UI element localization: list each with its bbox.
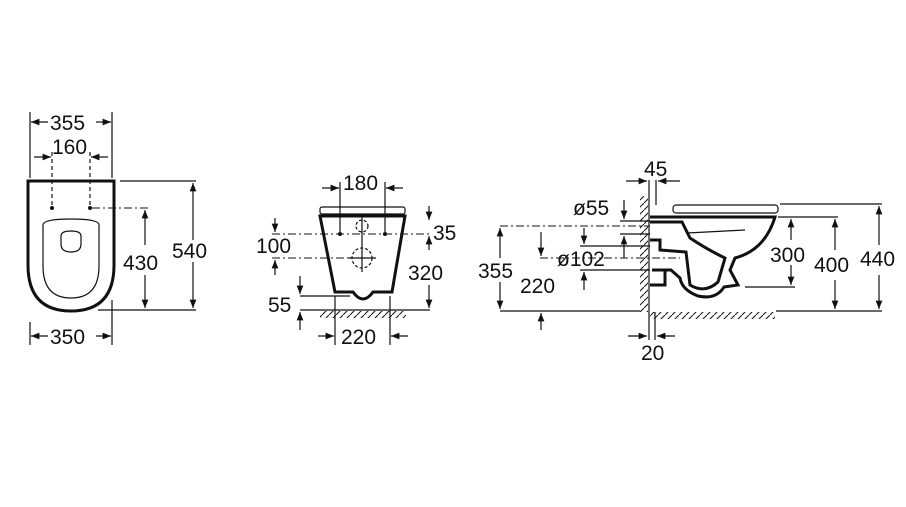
dim-fixing-offset: 100: [256, 235, 291, 258]
dim-outlet-height: 55: [268, 294, 291, 317]
seat-edge: [319, 206, 406, 215]
side-view: 45 ø55 ø102 355 220 300 400 440 20: [478, 158, 895, 365]
bowl-outline: [26, 179, 116, 313]
dim-overall-length: 540: [172, 240, 207, 263]
seat-lid: [672, 204, 779, 214]
dim-fixing-spacing: 180: [343, 172, 378, 195]
bowl-profile: [650, 215, 778, 299]
rear-view: 180 100 35 320 55 220: [256, 172, 456, 349]
bowl-outline: [318, 214, 407, 301]
floor-hatch: [320, 311, 406, 318]
dim-top-to-fixing: 35: [433, 222, 456, 245]
fixing-hole-left: [50, 206, 54, 210]
dim-bowl-depth: 300: [770, 244, 805, 267]
dim-fixing-height: 320: [408, 262, 443, 285]
dim-rim-height: 400: [814, 254, 849, 277]
dim-inlet-height: 355: [478, 260, 513, 283]
dim-seat-height: 440: [860, 248, 895, 271]
dim-overall-width: 355: [50, 112, 85, 135]
dim-wall-gap: 20: [641, 342, 664, 365]
dim-outlet-height: 220: [520, 275, 555, 298]
dim-base-width: 350: [50, 326, 85, 349]
wall-hatch: [640, 196, 648, 312]
seat-opening: [42, 218, 100, 299]
lid-hinge-outline: [60, 230, 82, 253]
fixing-hole-right: [88, 206, 92, 210]
dim-outlet-diameter: ø102: [557, 248, 605, 271]
dim-base-width: 220: [341, 326, 376, 349]
dim-fixing-spacing: 160: [52, 136, 87, 159]
plan-view: 355 160 430 540 350: [26, 112, 207, 349]
dim-fixing-to-front: 430: [123, 252, 158, 275]
dim-inlet-diameter: ø55: [573, 197, 609, 220]
floor-hatch: [650, 312, 775, 319]
dim-seat-to-wall: 45: [644, 158, 667, 181]
